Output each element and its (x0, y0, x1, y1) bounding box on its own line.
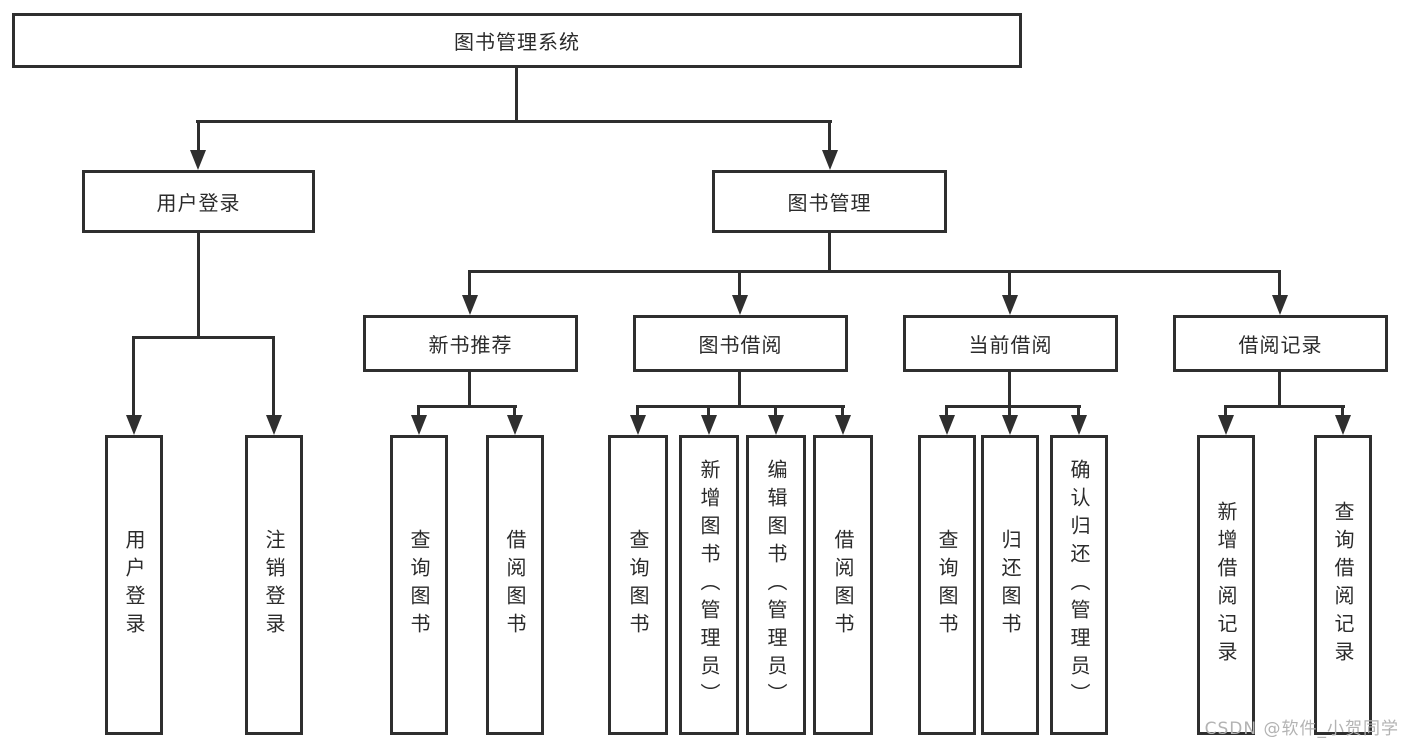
node-user-login: 用户登录 (82, 170, 315, 233)
leaf-label: 借阅图书 (831, 529, 855, 641)
connector-line (1278, 372, 1281, 405)
leaf-user-login: 用户登录 (105, 435, 163, 735)
connector-line (197, 233, 200, 336)
leaf-query-borrow-record: 查询借阅记录 (1314, 435, 1372, 735)
leaf-borrow-books: 借阅图书 (486, 435, 544, 735)
leaf-logout: 注销登录 (245, 435, 303, 735)
node-borrow-records: 借阅记录 (1173, 315, 1388, 372)
arrowhead-down-icon (701, 415, 717, 435)
arrowhead-down-icon (1272, 295, 1288, 315)
node-label: 图书借阅 (698, 333, 783, 357)
connector-line (417, 405, 420, 415)
arrowhead-down-icon (939, 415, 955, 435)
node-label: 借阅记录 (1238, 333, 1323, 357)
csdn-watermark: CSDN @软件_小贺同学 (1204, 719, 1399, 739)
node-new-book-recommend: 新书推荐 (363, 315, 578, 372)
node-label: 用户登录 (156, 191, 241, 215)
node-book-management: 图书管理 (712, 170, 947, 233)
arrowhead-down-icon (266, 415, 282, 435)
connector-line (738, 270, 741, 295)
arrowhead-down-icon (190, 150, 206, 170)
arrowhead-down-icon (822, 150, 838, 170)
leaf-borrow-books: 借阅图书 (813, 435, 873, 735)
leaf-label: 查询借阅记录 (1331, 501, 1355, 669)
node-label: 图书管理 (787, 191, 872, 215)
leaf-label: 用户登录 (122, 529, 146, 641)
arrowhead-down-icon (1218, 415, 1234, 435)
leaf-label: 查询图书 (935, 529, 959, 641)
leaf-query-books: 查询图书 (390, 435, 448, 735)
connector-line (1008, 270, 1011, 295)
connector-line (1077, 405, 1080, 415)
arrowhead-down-icon (1002, 415, 1018, 435)
leaf-confirm-return-admin: 确认归还（管理员） (1050, 435, 1108, 735)
connector-line (945, 405, 948, 415)
leaf-label: 查询图书 (407, 529, 431, 641)
connector-line (1008, 372, 1011, 405)
connector-line (1341, 405, 1344, 415)
arrowhead-down-icon (462, 295, 478, 315)
connector-line (417, 405, 517, 408)
leaf-return-books: 归还图书 (981, 435, 1039, 735)
connector-line (828, 120, 831, 152)
node-label: 图书管理系统 (454, 30, 580, 54)
arrowhead-down-icon (630, 415, 646, 435)
leaf-add-borrow-record: 新增借阅记录 (1197, 435, 1255, 735)
node-label: 新书推荐 (428, 333, 513, 357)
connector-line (197, 120, 200, 152)
leaf-label: 确认归还（管理员） (1067, 459, 1091, 711)
leaf-label: 新增图书（管理员） (697, 459, 721, 711)
arrowhead-down-icon (1002, 295, 1018, 315)
connector-line (515, 68, 518, 120)
connector-line (828, 233, 831, 270)
node-book-borrow: 图书借阅 (633, 315, 848, 372)
leaf-edit-books-admin: 编辑图书（管理员） (746, 435, 806, 735)
connector-line (468, 270, 1281, 273)
leaf-query-books: 查询图书 (918, 435, 976, 735)
connector-line (272, 336, 275, 415)
leaf-label: 借阅图书 (503, 529, 527, 641)
leaf-query-books: 查询图书 (608, 435, 668, 735)
arrowhead-down-icon (1071, 415, 1087, 435)
leaf-label: 新增借阅记录 (1214, 501, 1238, 669)
connector-line (738, 372, 741, 405)
connector-line (196, 120, 832, 123)
connector-line (945, 405, 1081, 408)
connector-line (841, 405, 844, 415)
leaf-add-books-admin: 新增图书（管理员） (679, 435, 739, 735)
arrowhead-down-icon (1335, 415, 1351, 435)
connector-line (1224, 405, 1227, 415)
arrowhead-down-icon (411, 415, 427, 435)
arrowhead-down-icon (835, 415, 851, 435)
leaf-label: 注销登录 (262, 529, 286, 641)
leaf-label: 查询图书 (626, 529, 650, 641)
connector-line (468, 270, 471, 295)
connector-line (513, 405, 516, 415)
arrowhead-down-icon (126, 415, 142, 435)
connector-line (636, 405, 639, 415)
connector-line (1278, 270, 1281, 295)
leaf-label: 编辑图书（管理员） (764, 459, 788, 711)
connector-line (132, 336, 275, 339)
connector-line (774, 405, 777, 415)
node-current-borrow: 当前借阅 (903, 315, 1118, 372)
arrowhead-down-icon (732, 295, 748, 315)
connector-line (1008, 405, 1011, 415)
leaf-label: 归还图书 (998, 529, 1022, 641)
arrowhead-down-icon (768, 415, 784, 435)
node-library-management-system: 图书管理系统 (12, 13, 1022, 68)
connector-line (707, 405, 710, 415)
connector-line (1224, 405, 1345, 408)
connector-line (636, 405, 845, 408)
arrowhead-down-icon (507, 415, 523, 435)
node-label: 当前借阅 (968, 333, 1053, 357)
connector-line (468, 372, 471, 405)
connector-line (132, 336, 135, 415)
